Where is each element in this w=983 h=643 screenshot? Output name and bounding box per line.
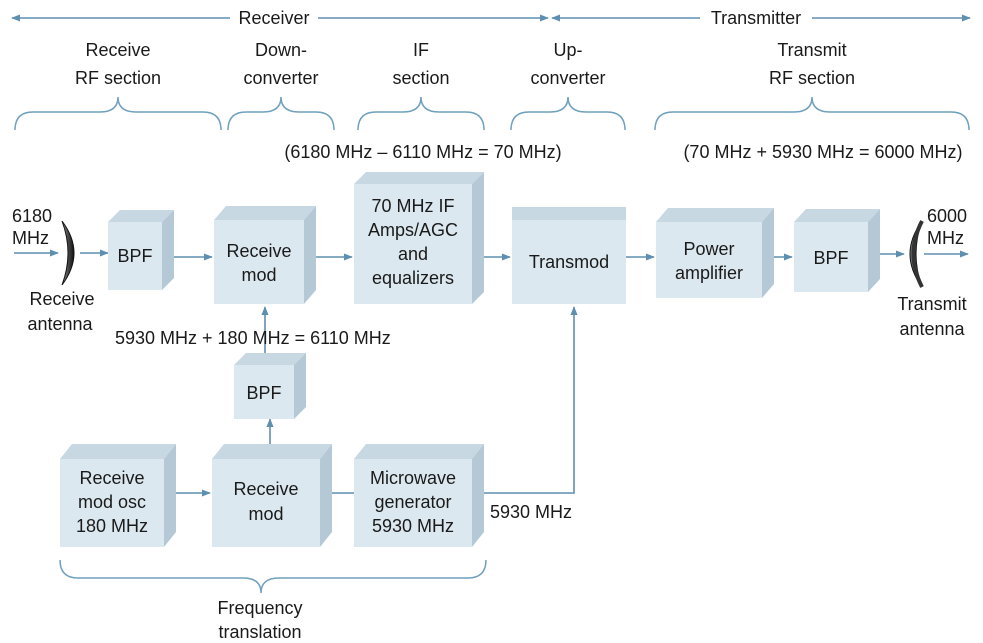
receive-mod-block: Receive mod [214,206,316,304]
if-amplifier-label-line3: and [398,244,428,264]
input-frequency-unit: MHz [12,228,49,248]
transmod-label: Transmod [529,252,609,272]
section-down-converter-line2: converter [243,68,318,88]
output-frequency-value: 6000 [927,206,967,226]
section-receive-rf-line1: Receive [85,40,150,60]
receive-mod-label-line2: mod [241,265,276,285]
receive-mod-osc-label-line1: Receive [79,468,144,488]
receive-mod-osc-label-line2: mod osc [78,492,146,512]
brace-up-converter [510,96,626,131]
receive-mod-label-line1: Receive [226,241,291,261]
section-down-converter: Down- converter [227,40,335,131]
section-up-converter: Up- converter [510,40,626,131]
if-amplifier-label-line4: equalizers [372,268,454,288]
power-amplifier-label-line2: amplifier [675,263,743,283]
section-if-line1: IF [413,40,429,60]
bpf-lo-block: BPF [234,353,306,419]
tx-frequency-equation: (70 MHz + 5930 MHz = 6000 MHz) [683,142,962,162]
section-frequency-translation-line1: Frequency [217,598,302,618]
receive-antenna-label-line1: Receive [29,289,94,309]
brace-if [357,96,485,131]
bpf-transmit-block: BPF [794,209,880,292]
transmitter-span: Transmitter [551,8,971,28]
receive-antenna-label-line2: antenna [27,314,93,334]
receive-mod-2-label-line2: mod [248,504,283,524]
if-amplifier-label-line2: Amps/AGC [368,220,458,240]
if-frequency-equation: (6180 MHz – 6110 MHz = 70 MHz) [284,142,561,162]
section-down-converter-line1: Down- [255,40,307,60]
receive-mod-2-label-line1: Receive [233,479,298,499]
bpf-lo-label: BPF [246,383,281,403]
power-amplifier-label-line1: Power [683,239,734,259]
transmod-block: Transmod [512,207,626,304]
receiver-span: Receiver [11,8,549,28]
brace-receive-rf [14,96,222,131]
signal-lines [14,249,969,497]
brace-down-converter [227,96,335,131]
section-transmit-rf-line1: Transmit [777,40,846,60]
bpf-receive-block: BPF [108,210,174,290]
transmit-antenna-dish-icon [909,220,924,288]
receive-mod-osc-label-line3: 180 MHz [76,516,148,536]
section-if-line2: section [392,68,449,88]
receiver-span-label: Receiver [238,8,309,28]
transmitter-span-label: Transmitter [711,8,801,28]
brace-frequency-translation [59,559,487,594]
transmit-antenna-label-line1: Transmit [897,294,966,314]
section-frequency-translation: Frequency translation [59,559,487,642]
bpf-transmit-label: BPF [813,248,848,268]
receive-antenna-dish-icon [61,220,75,286]
section-frequency-translation-line2: translation [218,622,301,642]
microwave-frequency-label: 5930 MHz [490,502,572,522]
mw-gen-to-transmod [484,306,578,494]
microwave-generator-label-line1: Microwave [370,468,456,488]
section-transmit-rf: Transmit RF section [654,40,970,131]
section-if: IF section [357,40,485,131]
transmit-antenna-label-line2: antenna [899,319,965,339]
section-transmit-rf-line2: RF section [769,68,855,88]
microwave-generator-label-line2: generator [374,492,451,512]
section-receive-rf: Receive RF section [14,40,222,131]
if-amplifier-label-line1: 70 MHz IF [371,196,454,216]
section-up-converter-line2: converter [530,68,605,88]
if-amplifier-block: 70 MHz IF Amps/AGC and equalizers [354,172,484,304]
microwave-generator-block: Microwave generator 5930 MHz [354,444,484,547]
receive-mod-2-block: Receive mod [212,444,332,547]
microwave-generator-label-line3: 5930 MHz [372,516,454,536]
bpf-receive-label: BPF [117,246,152,266]
lo-frequency-equation: 5930 MHz + 180 MHz = 6110 MHz [115,328,391,348]
receive-mod-osc-block: Receive mod osc 180 MHz [60,444,176,547]
input-frequency-value: 6180 [12,206,52,226]
brace-transmit-rf [654,96,970,131]
section-receive-rf-line2: RF section [75,68,161,88]
output-frequency-unit: MHz [927,228,964,248]
power-amplifier-block: Power amplifier [656,208,774,298]
section-up-converter-line1: Up- [553,40,582,60]
